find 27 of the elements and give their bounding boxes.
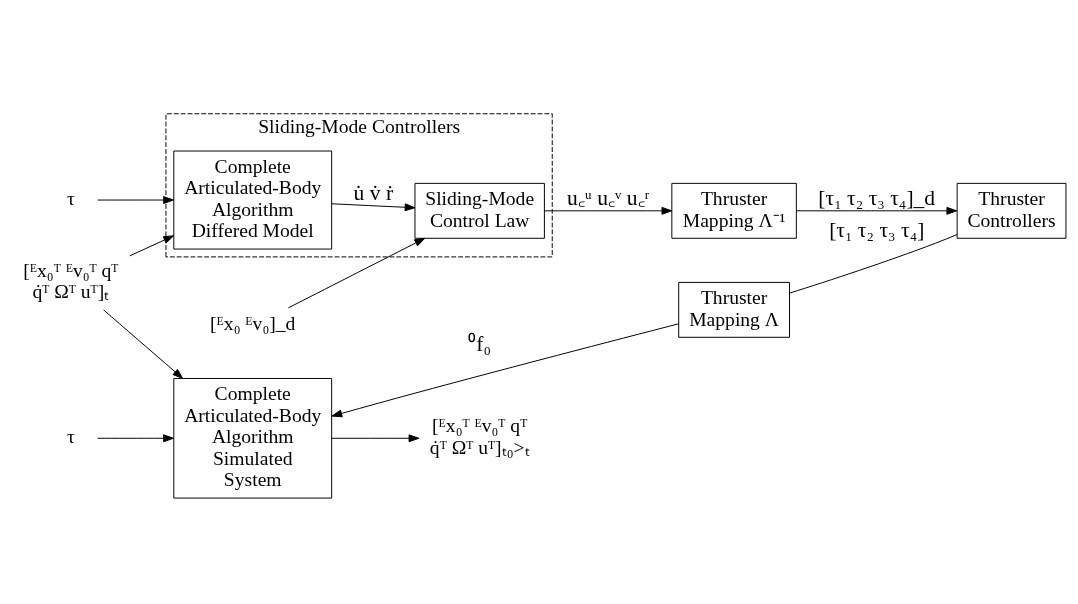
node-box: Sliding-Mode Control Law — [414, 182, 545, 239]
edge-label: u̇ v̇ ṙ — [353, 180, 394, 205]
arrow — [129, 235, 175, 257]
arrow — [544, 206, 673, 215]
node-box: Thruster Mapping Λ⁻¹ — [671, 182, 797, 239]
edge-label: u꜀ᵘ u꜀ᵛ u꜀ʳ — [567, 185, 650, 210]
edge-label: ⁰f₀ — [468, 331, 492, 356]
edge-label: [τ₁ τ₂ τ₃ τ₄]_d — [818, 185, 936, 210]
arrow — [287, 237, 426, 309]
arrow — [103, 309, 184, 379]
arrow — [331, 203, 416, 212]
node-text: [ᴱx₀ᵀ ᴱv₀ᵀ qᵀ q̇ᵀ Ωᵀ uᵀ]ₜ₀>ₜ — [429, 415, 530, 458]
edge-label: [τ₁ τ₂ τ₃ τ₄] — [829, 217, 925, 242]
arrow — [97, 434, 174, 443]
node-text: τ — [66, 426, 75, 448]
node-text: [ᴱx₀ᵀ ᴱv₀ᵀ qᵀ q̇ᵀ Ωᵀ uᵀ]ₜ — [23, 259, 119, 303]
arrow — [97, 196, 174, 204]
arrow — [331, 434, 420, 443]
node-text: [ᴱx₀ ᴱv₀]_d — [210, 313, 296, 335]
arrow — [796, 206, 958, 215]
node-box: Thruster Mapping Λ — [678, 281, 790, 338]
node-text: τ — [66, 187, 75, 209]
node-box: Thruster Controllers — [956, 182, 1067, 239]
node-box: Complete Articulated-Body Algorithm Simulated System — [173, 378, 333, 499]
arrow — [331, 323, 679, 418]
node-box: Complete Articulated-Body Algorithm Differed Model — [173, 150, 333, 250]
connector — [789, 234, 958, 294]
